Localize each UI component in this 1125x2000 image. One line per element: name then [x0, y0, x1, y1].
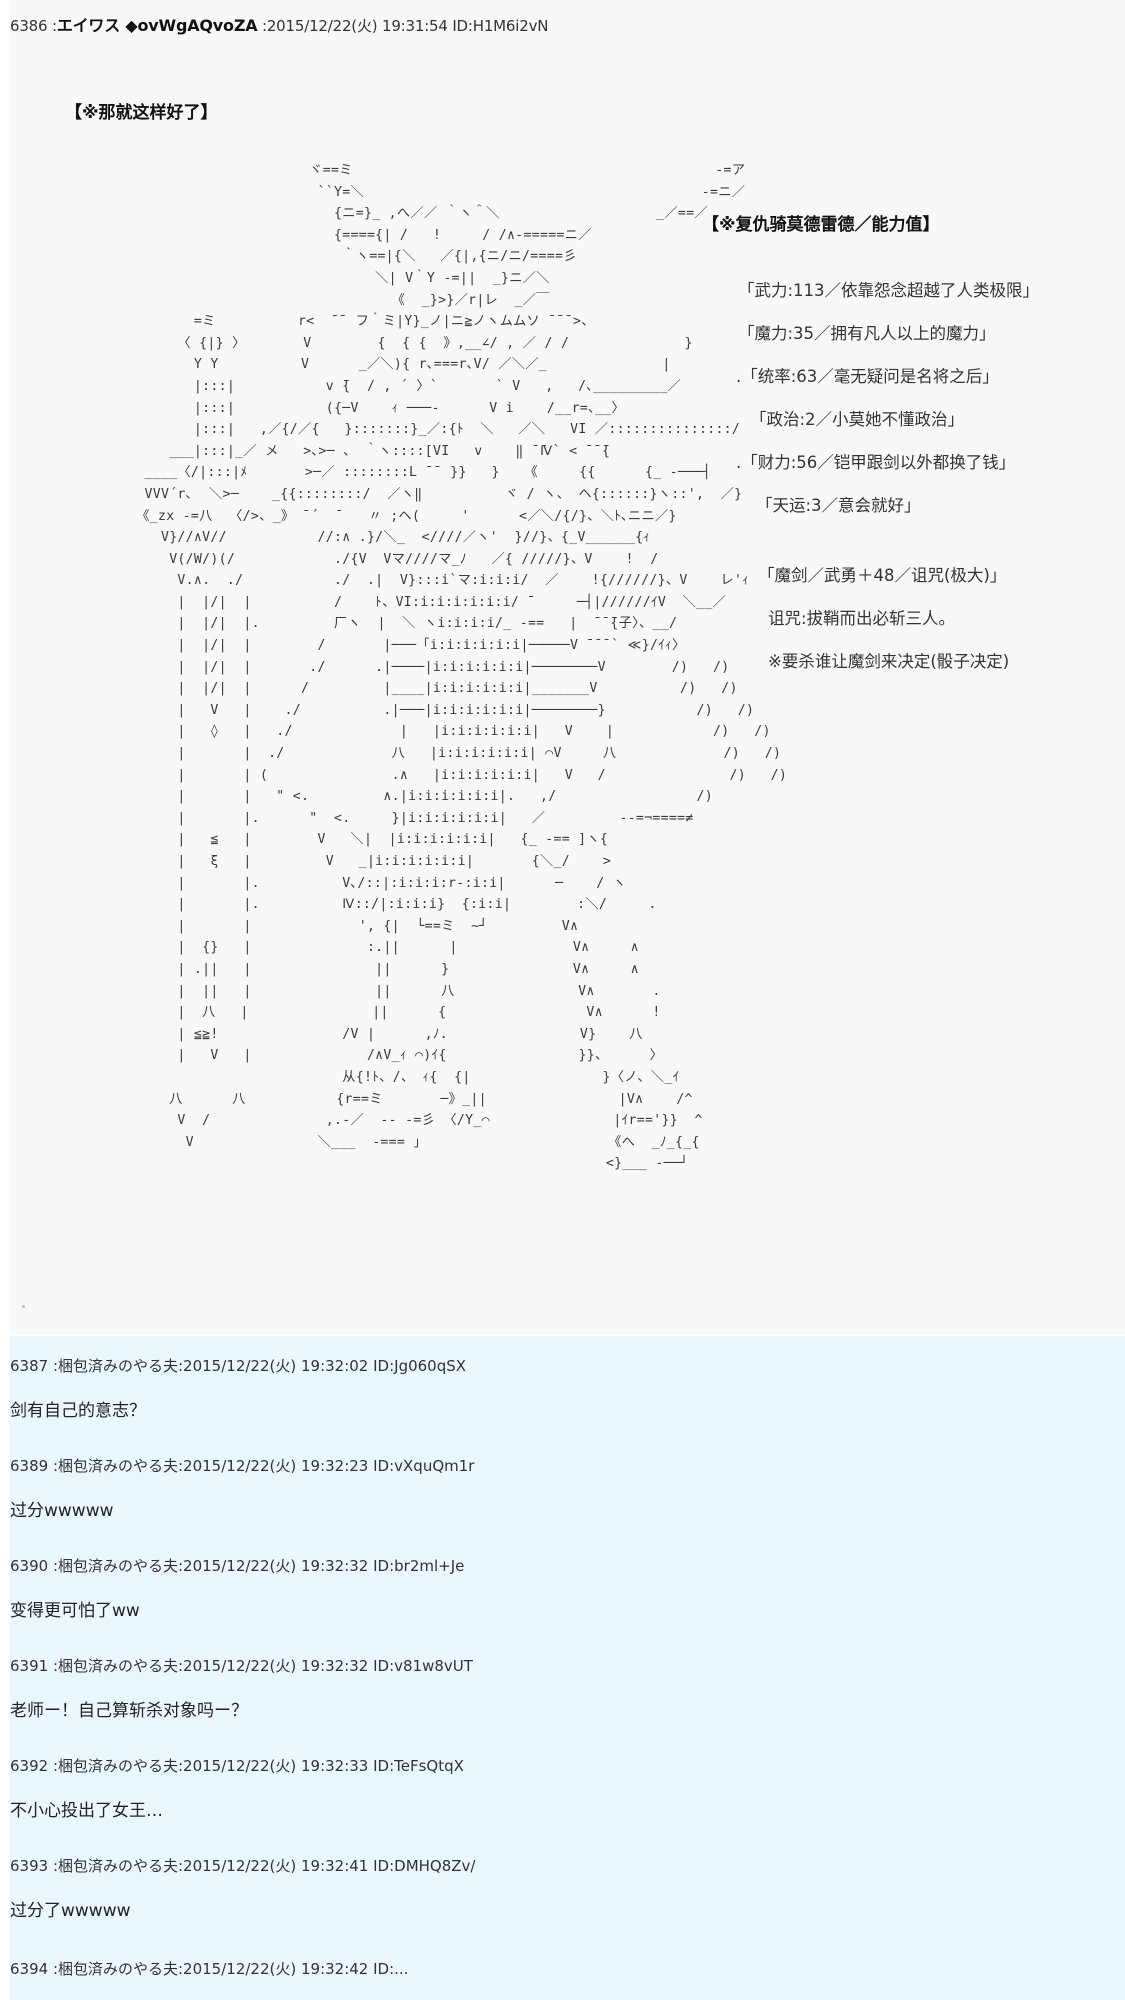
stat-title: 【※复仇骑莫德雷德／能力值】: [702, 215, 940, 235]
reply-body: 剑有自己的意志？: [10, 1401, 146, 1421]
section-title: 【※那就这样好了】: [65, 103, 218, 123]
reply-header: 6387 :梱包済みのやる夫:2015/12/22(火) 19:32:02 ID…: [10, 1357, 467, 1375]
stat-line-strength: 「武力:113／依靠怨念超越了人类极限」: [738, 281, 1040, 300]
stat-line-politics: 「政治:2／小莫她不懂政治」: [750, 410, 965, 429]
divider-dot: [22, 1305, 25, 1308]
reply-body: 不小心投出了女王…: [10, 1801, 163, 1821]
stat-line-command: .「统率:63／毫无疑问是名将之后」: [736, 367, 999, 386]
reply-header: 6392 :梱包済みのやる夫:2015/12/22(火) 19:32:33 ID…: [10, 1757, 464, 1775]
reply-list: 6387 :梱包済みのやる夫:2015/12/22(火) 19:32:02 ID…: [10, 1336, 1125, 2000]
stat-line-wealth: .「财力:56／铠甲跟剑以外都换了钱」: [736, 453, 1016, 472]
reply-header: 6389 :梱包済みのやる夫:2015/12/22(火) 19:32:23 ID…: [10, 1457, 475, 1475]
poster-name: エイワス ◆ovWgAQvoZA: [56, 16, 258, 35]
reply-header: 6390 :梱包済みのやる夫:2015/12/22(火) 19:32:32 ID…: [10, 1557, 465, 1575]
skill-line-demon-sword: 「魔剑／武勇＋48／诅咒(极大)」: [758, 566, 1007, 585]
stat-line-magic: 「魔力:35／拥有凡人以上的魔力」: [738, 324, 996, 343]
post-number: 6386: [10, 17, 48, 35]
post-id: ID:H1M6i2vN: [452, 17, 549, 35]
main-post-header: 6386 :エイワス ◆ovWgAQvoZA :2015/12/22(火) 19…: [10, 16, 549, 35]
main-post: 6386 :エイワス ◆ovWgAQvoZA :2015/12/22(火) 19…: [10, 0, 1125, 1335]
post-date: 2015/12/22(火) 19:31:54: [266, 17, 448, 35]
reply-body: 过分wwwww: [10, 1501, 114, 1521]
reply-header: 6391 :梱包済みのやる夫:2015/12/22(火) 19:32:32 ID…: [10, 1657, 473, 1675]
stat-line-luck: 「天运:3／意会就好」: [756, 496, 921, 515]
skill-line-note: ※要杀谁让魔剑来决定(骰子决定): [768, 652, 1010, 671]
skill-line-curse: 诅咒:拔鞘而出必斩三人。: [768, 609, 956, 628]
reply-header: 6393 :梱包済みのやる夫:2015/12/22(火) 19:32:41 ID…: [10, 1857, 476, 1875]
reply-body: 变得更可怕了ww: [10, 1601, 140, 1621]
reply-body: 过分了wwwww: [10, 1901, 131, 1921]
ascii-art: ヾ==ミ -=ア ``Y=＼ -=ニ／ {ニ=}_ ,へ／／ ｀ヽ＾＼ _／==…: [136, 163, 788, 1172]
reply-body: 老师ー！自己算斩杀对象吗ー？: [10, 1701, 248, 1721]
reply-header: 6394 :梱包済みのやる夫:2015/12/22(火) 19:32:42 ID…: [10, 1960, 409, 1978]
